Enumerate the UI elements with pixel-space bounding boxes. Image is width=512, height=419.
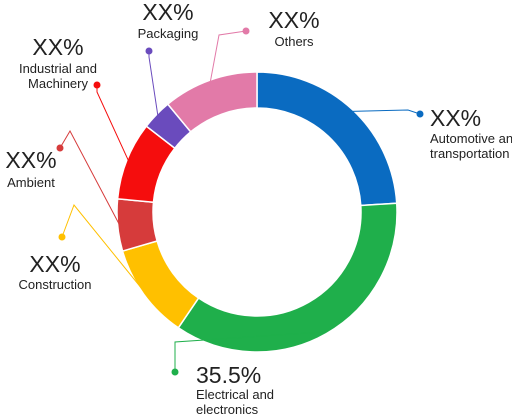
leader-line-packaging: [148, 51, 159, 117]
name-label-packaging: Packaging: [138, 26, 199, 41]
leader-dot-construction: [58, 233, 66, 241]
leader-dot-others: [242, 27, 250, 35]
leader-line-others: [209, 30, 247, 83]
name-label-ambient: Ambient: [7, 175, 55, 190]
value-label-industrial-and-machinery: XX%: [32, 34, 83, 60]
value-label-packaging: XX%: [142, 0, 193, 25]
leader-dot-packaging: [145, 47, 153, 55]
leader-dot-electrical-and-electronics: [171, 368, 179, 376]
leader-line-industrial-and-machinery: [96, 85, 130, 162]
slice-electrical-and-electronics: [177, 202, 398, 353]
leader-line-electrical-and-electronics: [174, 331, 326, 372]
value-label-others: XX%: [268, 7, 319, 33]
leader-line-automotive-and-transportation: [351, 109, 421, 115]
name-label-construction: Construction: [19, 277, 92, 292]
leader-line-construction: [61, 204, 146, 294]
value-label-ambient: XX%: [5, 147, 56, 173]
name-label-others: Others: [274, 34, 314, 49]
value-label-construction: XX%: [29, 251, 80, 277]
slice-ambient: [116, 198, 159, 252]
slice-automotive-and-transportation: [256, 71, 398, 207]
leader-line-ambient: [59, 129, 121, 226]
value-label-electrical-and-electronics: 35.5%: [196, 362, 261, 388]
slice-construction: [121, 240, 200, 329]
leader-dot-industrial-and-machinery: [93, 81, 101, 89]
slice-others: [166, 71, 258, 133]
leader-lines-layer: [56, 27, 424, 376]
slices-layer: [116, 71, 398, 353]
leader-dot-automotive-and-transportation: [416, 110, 424, 118]
value-label-automotive-and-transportation: XX%: [430, 105, 481, 131]
leader-dot-ambient: [56, 144, 64, 152]
